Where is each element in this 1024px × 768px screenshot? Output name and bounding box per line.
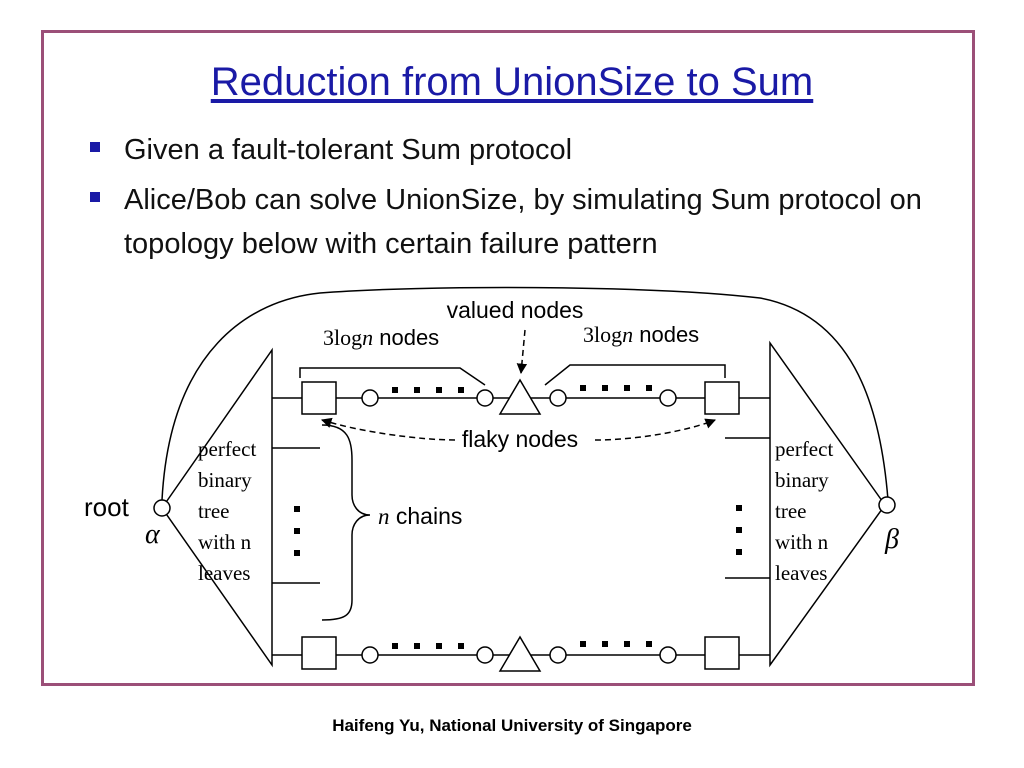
flaky-arrow-right: [594, 418, 716, 441]
flaky-square-node: [704, 636, 740, 670]
ellipsis-dot: [436, 387, 442, 393]
left-tree-line: leaves: [198, 561, 250, 585]
ellipsis-dot: [436, 643, 442, 649]
right-tree-line: tree: [775, 499, 806, 523]
chains-label: n chains: [378, 503, 462, 529]
valued-arrow: [516, 329, 528, 375]
bullet-text: Alice/Bob can solve UnionSize, by simula…: [124, 184, 922, 260]
flaky-square-node: [704, 381, 740, 415]
left-tree-line: tree: [198, 499, 229, 523]
slide-footer: Haifeng Yu, National University of Singa…: [332, 716, 692, 735]
alpha-label: α: [145, 519, 161, 550]
ellipsis-dot: [736, 527, 742, 533]
valued-nodes-label: valued nodes: [447, 297, 584, 323]
bullet-square-icon: [90, 142, 100, 152]
right-nodes-brace: [544, 364, 726, 386]
flaky-arrow-left: [320, 417, 456, 441]
valued-triangle-node: [498, 635, 542, 672]
left-nodes-label: 3logn nodes: [323, 325, 439, 350]
ellipsis-dot: [294, 528, 300, 534]
right-tree-line: with n: [775, 530, 829, 554]
ellipsis-dot: [294, 550, 300, 556]
ellipsis-dot: [392, 387, 398, 393]
ellipsis-dot: [602, 385, 608, 391]
ellipsis-dot: [392, 643, 398, 649]
left-tree-line: binary: [198, 468, 252, 492]
chain-circle-node: [659, 389, 677, 407]
ellipsis-dot: [580, 641, 586, 647]
right-nodes-label: 3logn nodes: [583, 322, 699, 347]
left-nodes-brace: [299, 367, 486, 386]
bullet-list: Given a fault-tolerant Sum protocol Alic…: [88, 128, 968, 266]
chain-circle-node: [549, 389, 567, 407]
chain-circle-node: [476, 646, 494, 664]
ellipsis-dot: [414, 643, 420, 649]
valued-triangle-node: [498, 378, 542, 415]
slide-title: Reduction from UnionSize to Sum: [210, 60, 814, 104]
chain-circle-node: [549, 646, 567, 664]
chain-circle-node: [361, 389, 379, 407]
ellipsis-dot: [736, 549, 742, 555]
ellipsis-dot: [736, 505, 742, 511]
right-tree-line: binary: [775, 468, 829, 492]
flaky-nodes-label: flaky nodes: [462, 426, 578, 452]
ellipsis-dot: [414, 387, 420, 393]
flaky-square-node: [301, 381, 337, 415]
ellipsis-dot: [458, 387, 464, 393]
root-label: root: [84, 492, 130, 522]
left-tree-line: with n: [198, 530, 252, 554]
chain-circle-node: [659, 646, 677, 664]
right-tree-triangle: [769, 340, 886, 668]
bullet-item: Given a fault-tolerant Sum protocol: [88, 128, 968, 172]
ellipsis-dot: [646, 385, 652, 391]
left-tree-triangle: [161, 347, 273, 668]
slide-frame: [41, 30, 975, 686]
chain-circle-node: [361, 646, 379, 664]
ellipsis-dot: [624, 641, 630, 647]
right-tree-line: leaves: [775, 561, 827, 585]
beta-label: β: [884, 524, 899, 555]
chain-circle-node: [476, 389, 494, 407]
left-tree-line: perfect: [198, 437, 256, 461]
ellipsis-dot: [580, 385, 586, 391]
ellipsis-dot: [602, 641, 608, 647]
outer-arc: [161, 286, 889, 501]
alpha-root-node: [153, 499, 171, 517]
ellipsis-dot: [458, 643, 464, 649]
bullet-item: Alice/Bob can solve UnionSize, by simula…: [88, 178, 968, 266]
bullet-text: Given a fault-tolerant Sum protocol: [124, 134, 573, 166]
flaky-square-node: [301, 636, 337, 670]
ellipsis-dot: [646, 641, 652, 647]
ellipsis-dot: [294, 506, 300, 512]
right-tree-line: perfect: [775, 437, 833, 461]
ellipsis-dot: [624, 385, 630, 391]
chains-brace: [321, 424, 371, 621]
bullet-square-icon: [90, 192, 100, 202]
beta-root-node: [878, 496, 896, 514]
